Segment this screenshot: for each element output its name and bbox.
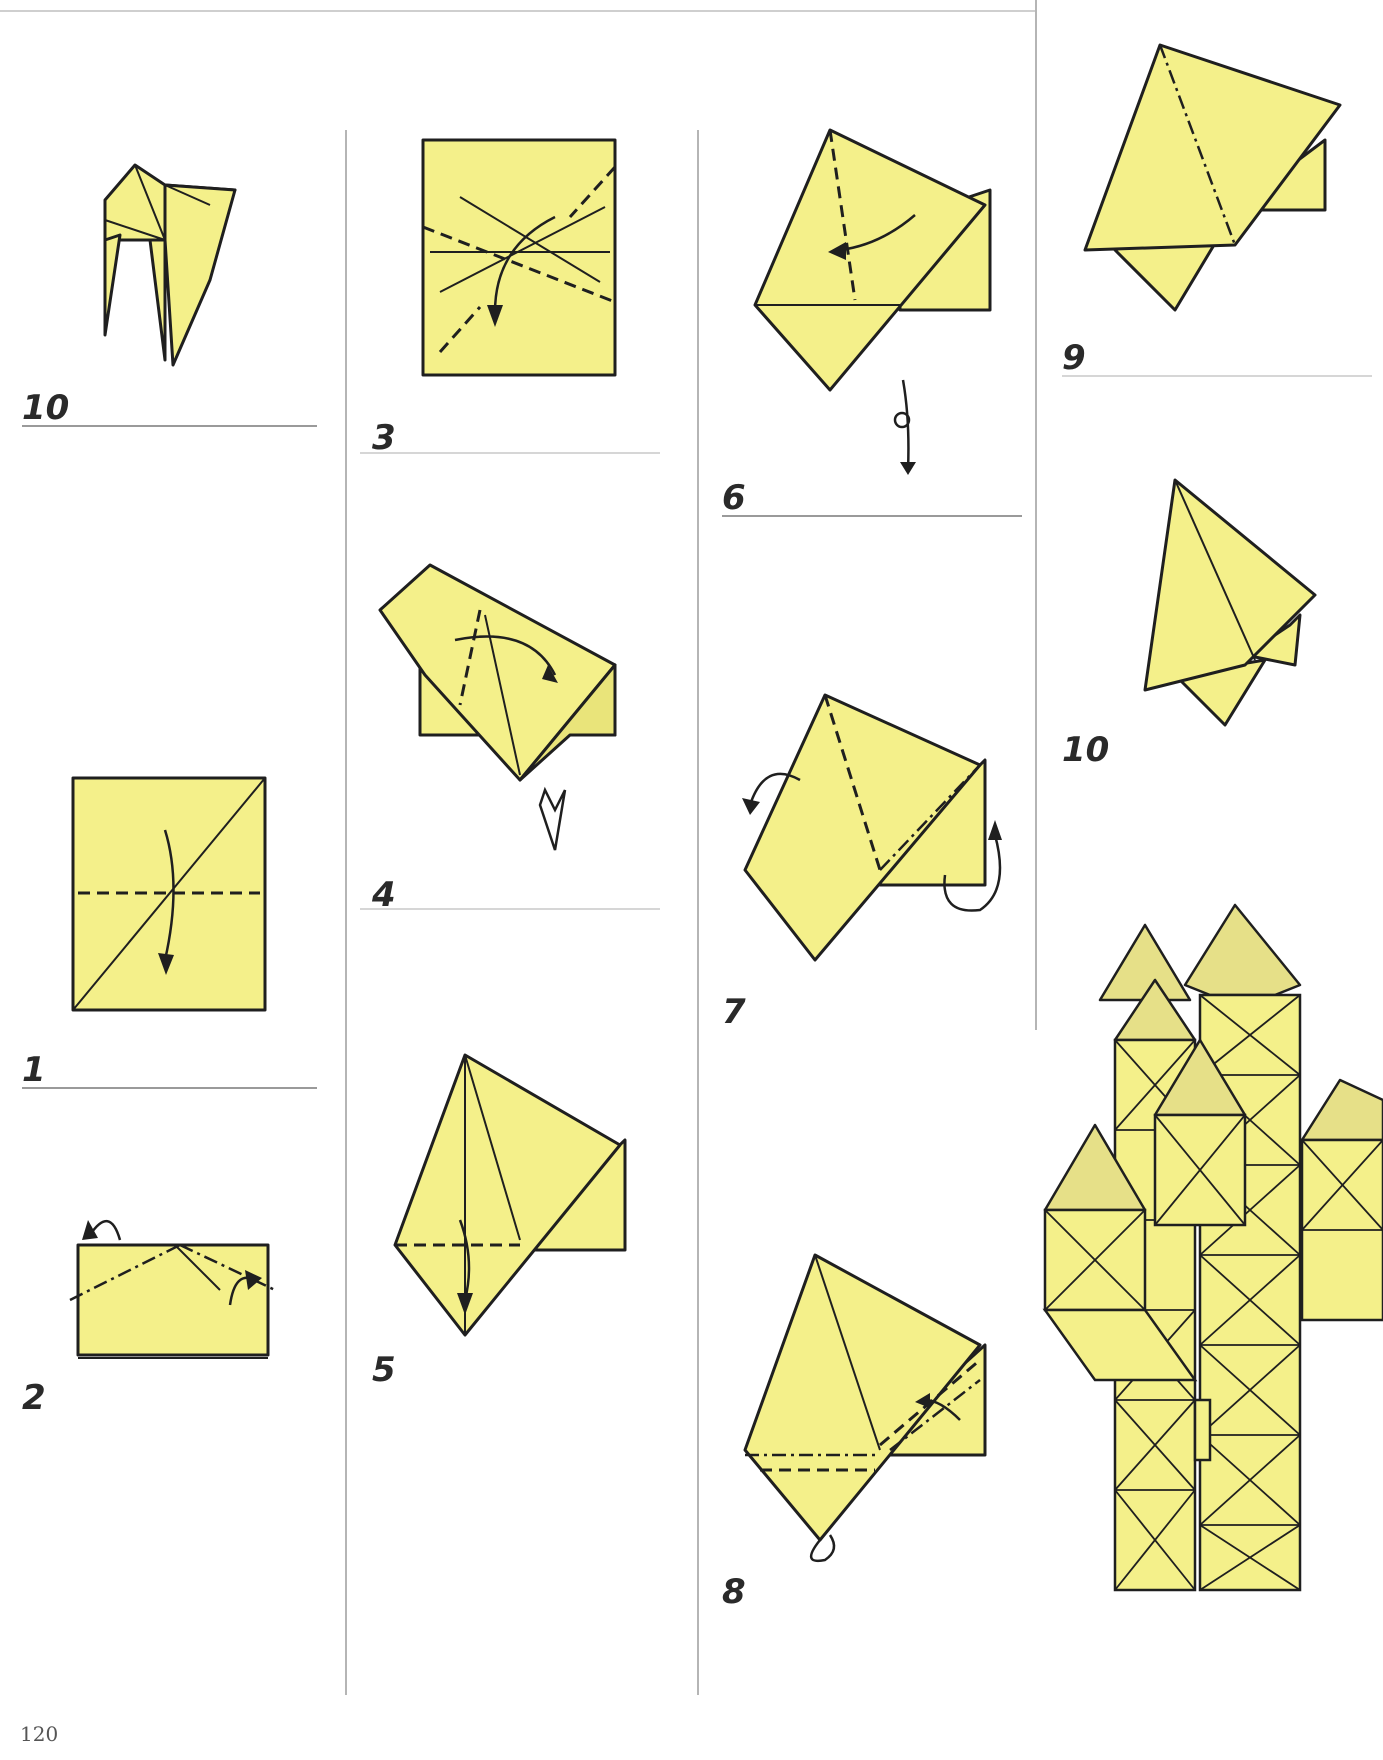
column-divider [697, 130, 699, 1695]
step-3-diagram [420, 137, 620, 377]
page-number: 120 [20, 1722, 58, 1746]
step-4-diagram [380, 565, 620, 865]
step-divider [1062, 375, 1372, 377]
column-divider [1035, 0, 1037, 1030]
top-border [0, 10, 1035, 12]
step-number: 8 [722, 1572, 746, 1612]
step-10-right-diagram [1145, 475, 1345, 735]
step-divider [360, 908, 660, 910]
step-1-diagram [70, 775, 270, 1015]
step-10-left-diagram [95, 160, 255, 370]
step-divider [22, 1087, 317, 1089]
step-6-diagram [750, 130, 1000, 480]
step-divider [22, 425, 317, 427]
step-number: 2 [22, 1378, 46, 1418]
step-2-diagram [70, 1210, 280, 1370]
step-8-diagram [740, 1250, 1000, 1570]
step-divider [722, 515, 1022, 517]
side-tower [1302, 1080, 1383, 1320]
step-number: 6 [722, 478, 746, 518]
step-9-diagram [1085, 40, 1345, 320]
step-number: 7 [722, 992, 746, 1032]
step-number: 1 [22, 1050, 46, 1090]
castle-illustration [1040, 900, 1383, 1760]
step-number: 10 [1062, 730, 1109, 770]
tall-tower [1185, 905, 1300, 1590]
step-number: 5 [372, 1350, 396, 1390]
step-number: 9 [1062, 338, 1086, 378]
castle-bridge [1195, 1400, 1210, 1460]
step-number: 10 [22, 388, 69, 428]
step-divider [360, 452, 660, 454]
step-7-diagram [730, 690, 1030, 960]
step-5-diagram [390, 1050, 630, 1340]
column-divider [345, 130, 347, 1695]
